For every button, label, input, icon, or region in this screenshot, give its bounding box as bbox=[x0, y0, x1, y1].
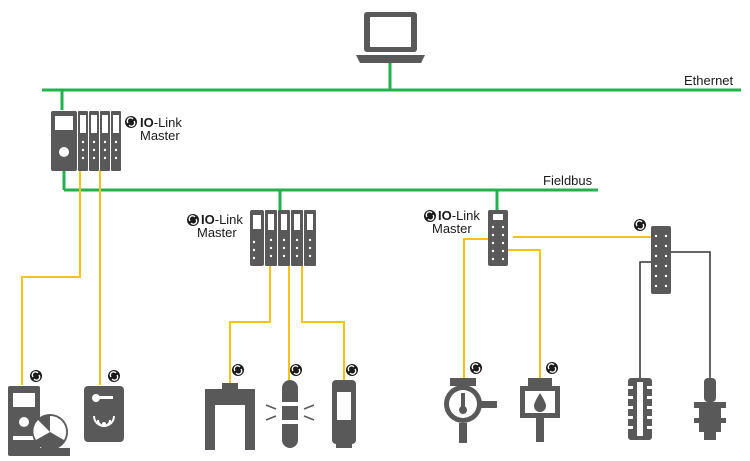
master-role: Master bbox=[432, 221, 472, 236]
rfid-reader-icon bbox=[84, 386, 124, 442]
ethernet-label: Ethernet bbox=[684, 73, 734, 88]
io-link-brand: IO bbox=[438, 208, 452, 223]
analog-wires bbox=[639, 251, 711, 378]
photo-sensor-icon bbox=[332, 380, 356, 448]
io-link-master-label-3: IO-Link Master bbox=[432, 208, 480, 235]
ethernet-bus bbox=[42, 63, 741, 110]
io-master-module-3 bbox=[488, 210, 508, 266]
io-master-module-2 bbox=[250, 210, 316, 266]
io-master-module-1 bbox=[51, 111, 121, 171]
io-link-suffix: -Link bbox=[153, 115, 182, 130]
io-link-suffix: -Link bbox=[214, 212, 243, 227]
fieldbus-label: Fieldbus bbox=[543, 173, 593, 188]
master-role: Master bbox=[140, 128, 180, 143]
master-role: Master bbox=[197, 225, 237, 240]
io-link-brand: IO bbox=[201, 212, 215, 227]
temperature-sensor-icon bbox=[444, 378, 497, 443]
io-link-brand: IO bbox=[140, 115, 154, 130]
operator-panel-icon bbox=[8, 386, 70, 456]
inductive-sensor-icon bbox=[694, 378, 726, 440]
io-link-master-label-2: IO-Link Master bbox=[197, 212, 243, 239]
io-link-logo-icon bbox=[29, 115, 647, 383]
fork-sensor-icon bbox=[205, 383, 255, 450]
level-sensor-icon bbox=[520, 378, 560, 442]
fieldbus-bus bbox=[62, 170, 598, 210]
terminal-block-icon bbox=[628, 378, 652, 440]
io-hub-icon bbox=[651, 226, 671, 294]
io-link-suffix: -Link bbox=[451, 208, 480, 223]
io-link-master-label-1: IO-Link Master bbox=[140, 116, 182, 142]
laptop-icon bbox=[356, 12, 425, 63]
signal-light-icon bbox=[265, 380, 315, 448]
io-link-cables bbox=[21, 170, 652, 388]
